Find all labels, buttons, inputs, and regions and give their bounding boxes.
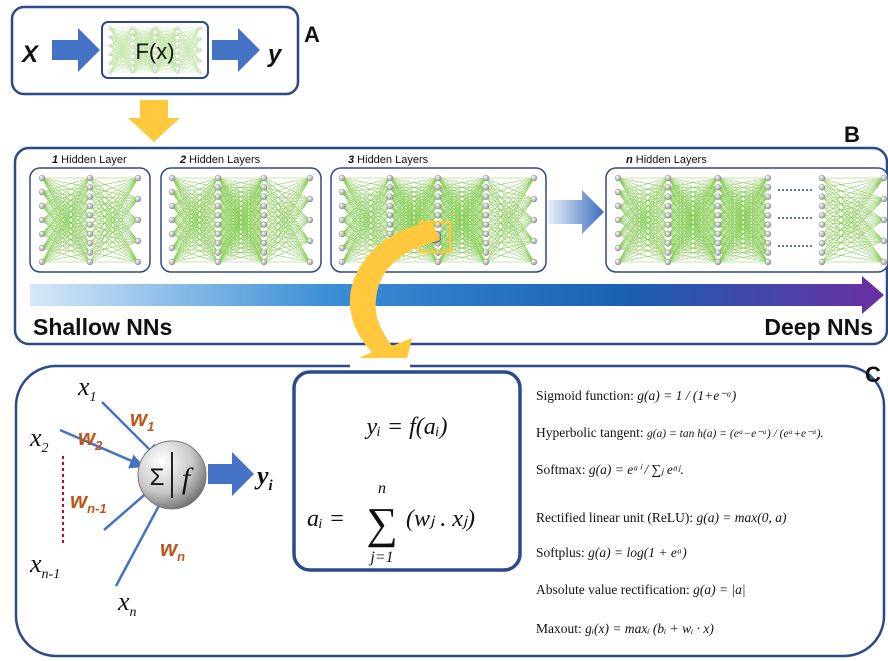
activation-tanh: Hyperbolic tangent: g(a) = tan h(a) = (e… — [536, 425, 823, 440]
input-xn: xn — [117, 587, 137, 620]
shallow-to-deep-arrow — [30, 276, 884, 314]
network-n-hidden-left — [614, 174, 772, 266]
panel-b-label: B — [844, 122, 860, 147]
network-n-hidden-left-edges — [617, 177, 769, 263]
network-n-hidden-right-edges — [821, 177, 885, 263]
activation-softplus: Softplus: g(a) = log(1 + eᵃ) — [536, 545, 687, 560]
mini-network — [108, 26, 202, 74]
input-x-label: X — [20, 41, 40, 68]
weight-wn: wn — [160, 536, 185, 564]
arrow-x-to-f — [52, 28, 100, 72]
caption-n-hidden-layers: n Hidden Layers — [626, 154, 707, 166]
neuron-output-label: yi — [254, 461, 274, 494]
network-n-hidden-left-nodes — [614, 174, 772, 266]
network-1-hidden-edges — [41, 177, 139, 263]
panel-a-label: A — [304, 22, 320, 47]
input-x2: x2 — [29, 423, 49, 456]
function-box-network — [108, 26, 202, 74]
sum-symbol: Σ — [150, 464, 165, 491]
activation-list: Sigmoid function: g(a) = 1 / (1+e⁻ᵃ) Hyp… — [536, 388, 823, 636]
caption-1-hidden-layer: 1 Hidden Layer — [52, 154, 127, 166]
activation-sigmoid: Sigmoid function: g(a) = 1 / (1+e⁻ᵃ) — [536, 388, 737, 403]
activation-maxout: Maxout: gᵢ(x) = maxᵢ (bᵢ + wᵢ · x) — [536, 621, 714, 636]
function-box — [101, 21, 209, 79]
neuron-output-arrow — [208, 452, 254, 496]
formula-sum-upper: n — [378, 480, 386, 497]
formula-sum-body: (wⱼ . xⱼ) — [406, 506, 475, 532]
panel-a: A X F(x) y — [10, 5, 320, 96]
network-drawings — [38, 174, 888, 266]
network-2-hidden — [168, 174, 314, 266]
network-n-hidden-right-nodes — [818, 174, 888, 266]
panel-c: C x1 x2 xn-1 xn w1 w2 wn-1 wn Σ f yi — [14, 358, 886, 658]
panel-c-label: C — [865, 362, 881, 387]
arrow-f-to-y — [212, 28, 260, 72]
deep-label: Deep NNs — [764, 314, 873, 340]
panel-b: B 1 Hidden Layer 2 Hidden Layers 3 Hidde… — [13, 122, 888, 346]
formula-box — [292, 370, 522, 572]
network-2-hidden-edges — [171, 177, 311, 263]
input-x1: x1 — [77, 372, 97, 405]
formula-output: yᵢ = f(aᵢ) — [364, 414, 447, 440]
weight-w1: w1 — [130, 406, 154, 434]
activation-relu: Rectified linear unit (ReLU): g(a) = max… — [536, 510, 787, 525]
caption-3-hidden-layers: 3 Hidden Layers — [348, 154, 429, 166]
shallow-label: Shallow NNs — [33, 314, 172, 340]
net-frame-3 — [330, 167, 547, 273]
network-1-hidden — [38, 174, 142, 266]
arrow-node-to-formula — [349, 222, 440, 388]
formula-sum-symbol: ∑ — [366, 499, 397, 548]
input-xn-1: xn-1 — [29, 549, 60, 582]
mini-network-edges — [109, 27, 201, 73]
activation-absolute: Absolute value rectification: g(a) = |a| — [536, 582, 746, 597]
n-net-ellipsis — [778, 189, 812, 247]
activation-softmax: Softmax: g(a) = eᵃⁱ / ∑ⱼ eᵃʲ. — [536, 462, 684, 477]
network-3-hidden-nodes — [338, 174, 538, 266]
formula-sum-lhs: aᵢ = — [307, 506, 345, 532]
weight-w2: w2 — [78, 425, 103, 453]
weight-wn-1: wn-1 — [70, 488, 107, 516]
arrow-a-to-b — [128, 100, 180, 142]
mini-network-nodes — [108, 26, 202, 74]
arrow-more-layers — [548, 190, 604, 234]
formula-sum-lower: j=1 — [368, 549, 393, 566]
function-label: F(x) — [135, 39, 174, 64]
network-2-hidden-nodes — [168, 174, 314, 266]
caption-2-hidden-layers: 2 Hidden Layers — [179, 154, 261, 166]
network-n-hidden-right — [818, 174, 888, 266]
network-1-hidden-nodes — [38, 174, 142, 266]
output-y-label: y — [267, 41, 283, 68]
